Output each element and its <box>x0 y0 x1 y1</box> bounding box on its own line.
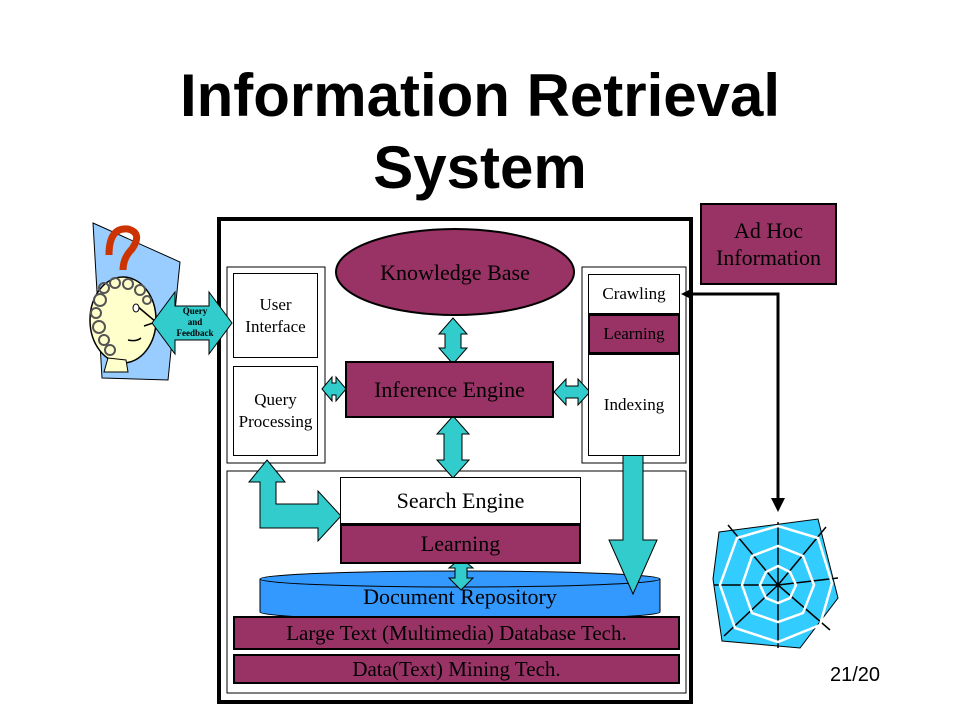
ad-hoc-line1: Ad Hoc <box>733 218 804 243</box>
learning-repository-arrow <box>447 557 475 591</box>
slide-title-line2: System <box>373 134 587 201</box>
learning-bottom-box[interactable]: Learning <box>340 524 581 564</box>
crawling-box[interactable]: Crawling <box>588 274 680 314</box>
document-repository-label: Document Repository <box>363 584 557 609</box>
query-feedback-label: Query and Feedback <box>168 306 222 339</box>
page-number: 21/20 <box>830 664 881 686</box>
user-interface-box[interactable]: User Interface <box>233 273 318 358</box>
search-engine-box[interactable]: Search Engine <box>340 477 581 524</box>
document-repository-cylinder <box>259 570 661 621</box>
ad-hoc-line2: Information <box>715 245 822 270</box>
knowledge-base-ellipse <box>335 228 575 316</box>
query-label-line1: Query <box>182 306 208 316</box>
query-label-line2: and <box>187 317 203 327</box>
query-processing-line1: Query <box>254 390 297 409</box>
query-processing-line2: Processing <box>238 412 313 431</box>
web-crawling-connector <box>692 292 780 500</box>
query-feedback-arrow-shape <box>151 290 233 356</box>
spider-web-icon <box>712 518 839 649</box>
learning-right-box[interactable]: Learning <box>588 314 680 354</box>
indexing-repository-arrow <box>608 449 658 596</box>
large-text-database-bar[interactable]: Large Text (Multimedia) Database Tech. <box>233 616 680 650</box>
inference-engine-box[interactable]: Inference Engine <box>345 361 554 418</box>
slide-title-line1: Information Retrieval <box>179 62 781 129</box>
knowledge-base-label: Knowledge Base <box>380 260 530 285</box>
query-processing-box[interactable]: Query Processing <box>233 366 318 456</box>
query-label-line3: Feedback <box>176 328 214 338</box>
user-interface-line1: User <box>259 294 292 314</box>
indexing-box[interactable]: Indexing <box>588 354 680 456</box>
user-interface-line2: Interface <box>245 316 306 336</box>
ad-hoc-information-box[interactable]: Ad Hoc Information <box>700 203 837 285</box>
user-figure-icon <box>89 222 181 381</box>
data-mining-bar[interactable]: Data(Text) Mining Tech. <box>233 654 680 684</box>
web-arrowhead <box>771 498 785 512</box>
crawling-arrowhead <box>681 288 693 300</box>
